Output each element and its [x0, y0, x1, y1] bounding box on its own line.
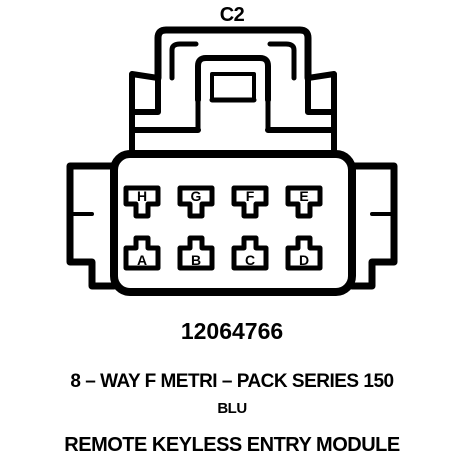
- pin-cavity-outline: [231, 185, 269, 219]
- pin-label: E: [299, 188, 308, 204]
- module-name: REMOTE KEYLESS ENTRY MODULE: [64, 434, 400, 456]
- color-code: BLU: [217, 400, 247, 417]
- pin-cavity-d: D: [285, 235, 323, 271]
- body-top-rail: [129, 127, 337, 157]
- side-wing-left: [66, 162, 118, 290]
- pin-cavity-e: E: [285, 185, 323, 219]
- pin-cavity-g: G: [177, 185, 215, 219]
- pin-row-bottom: A B C D: [123, 235, 323, 271]
- side-wing-right: [348, 162, 398, 290]
- pin-cavity-b: B: [177, 235, 215, 271]
- pin-label: G: [191, 188, 202, 204]
- latch-inner-right: [267, 41, 297, 81]
- latch-shoulder-left: [129, 71, 161, 115]
- pin-label: D: [299, 252, 309, 268]
- latch-base: [129, 109, 337, 133]
- latch-ramp: [195, 97, 271, 133]
- latch-shoulder-right: [305, 71, 337, 115]
- pin-label: H: [137, 188, 147, 204]
- pin-label: A: [137, 252, 147, 268]
- connector-housing: [66, 26, 398, 296]
- pin-cavity-outline: [285, 185, 323, 219]
- part-number: 12064766: [180, 318, 284, 344]
- pin-cavity-outline: [123, 235, 161, 271]
- latch-inner-left: [169, 41, 199, 81]
- pin-label: B: [191, 252, 201, 268]
- pin-label: F: [246, 188, 255, 204]
- pin-cavity-outline: [231, 235, 269, 271]
- connector-title: C2: [219, 4, 245, 26]
- pin-cavity-outline: [285, 235, 323, 271]
- connector-description: 8 – WAY F METRI – PACK SERIES 150: [70, 371, 394, 392]
- latch-tongue: [195, 55, 271, 103]
- pin-cavity-outline: [177, 235, 215, 271]
- pin-cavity-outline: [123, 185, 161, 219]
- pin-cavity-h: H: [123, 185, 161, 219]
- latch-outline: [154, 26, 312, 82]
- latch-tongue-inner: [210, 72, 256, 102]
- pin-label: C: [245, 252, 255, 268]
- pin-cavity-c: C: [231, 235, 269, 271]
- connector-body: [110, 150, 356, 296]
- pin-cavity-f: F: [231, 185, 269, 219]
- pin-cavity-a: A: [123, 235, 161, 271]
- pin-cavity-outline: [177, 185, 215, 219]
